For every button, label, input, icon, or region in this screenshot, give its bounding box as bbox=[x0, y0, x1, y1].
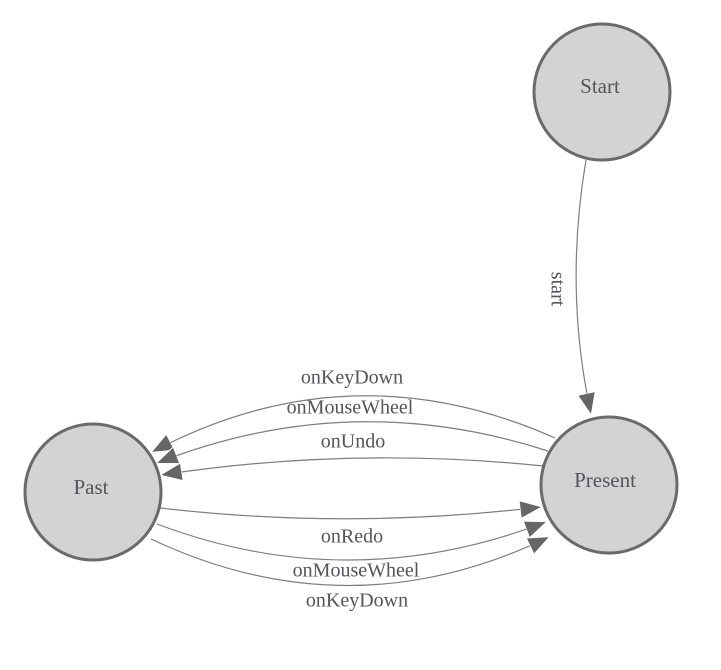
edge-present-to-past-onmousewheel bbox=[157, 421, 549, 463]
edge-label-onredo: onRedo bbox=[321, 526, 383, 548]
present-node-label: Present bbox=[574, 468, 636, 492]
edge-past-to-present-onmousewheel bbox=[156, 522, 546, 561]
edge-past-to-present-onredo bbox=[159, 507, 541, 520]
edge-label-onmousewheel-top: onMouseWheel bbox=[287, 397, 414, 419]
start-node-circle[interactable] bbox=[532, 22, 672, 162]
edge-label-onmousewheel-bottom: onMouseWheel bbox=[293, 560, 420, 582]
edge-label-onundo: onUndo bbox=[321, 431, 385, 453]
edge-label-onkeydown-bottom: onKeyDown bbox=[306, 590, 408, 612]
edge-present-to-past-onkeydown bbox=[152, 395, 556, 452]
edge-past-to-present-onkeydown bbox=[150, 537, 549, 587]
past-node-label: Past bbox=[73, 475, 108, 499]
past-node-circle[interactable] bbox=[23, 422, 163, 562]
edge-label-start: start bbox=[546, 272, 568, 307]
state-node-start[interactable]: Start bbox=[532, 22, 672, 162]
edge-start-to-present bbox=[575, 159, 591, 414]
state-node-present[interactable]: Present bbox=[539, 415, 679, 555]
edge-present-to-past-onundo bbox=[161, 457, 544, 475]
state-node-past[interactable]: Past bbox=[23, 422, 163, 562]
edge-label-onkeydown-top: onKeyDown bbox=[301, 367, 403, 389]
start-node-label: Start bbox=[580, 74, 620, 98]
present-node-circle[interactable] bbox=[539, 415, 679, 555]
